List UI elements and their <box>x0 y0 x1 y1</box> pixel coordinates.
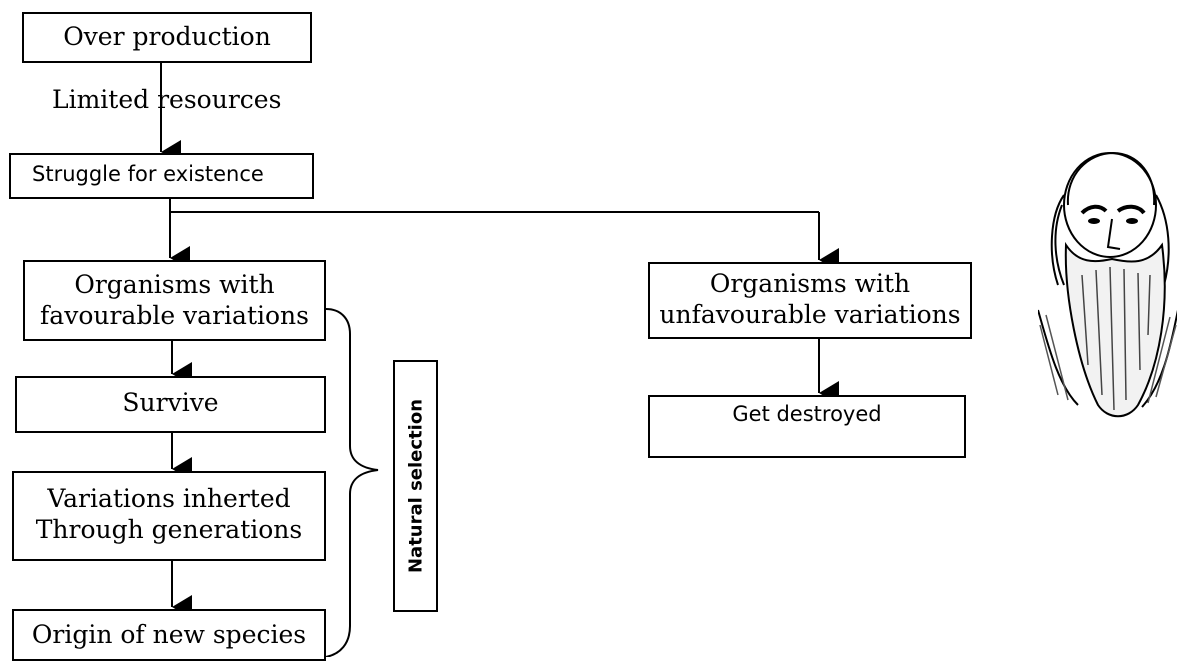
unfavourable-line-2: unfavourable variations <box>659 300 961 329</box>
box-favourable-variations: Organisms with favourable variations <box>23 260 326 341</box>
limited-resources-label: Limited resources <box>52 85 282 114</box>
natural-selection-text: Natural selection <box>405 398 426 574</box>
natural-selection-label-box: Natural selection <box>393 360 438 612</box>
origin-text: Origin of new species <box>31 620 307 649</box>
over-production-text: Over production <box>63 22 271 51</box>
survive-text: Survive <box>122 388 219 417</box>
struggle-text: Struggle for existence <box>32 162 264 186</box>
get-destroyed-text: Get destroyed <box>732 402 882 426</box>
inherited-line-2: Through generations <box>35 515 303 544</box>
favourable-line-1: Organisms with <box>74 270 275 299</box>
box-struggle: Struggle for existence <box>9 153 314 199</box>
inherited-line-1: Variations inherted <box>47 484 291 513</box>
natural-selection-brace <box>325 308 379 657</box>
box-origin-of-new-species: Origin of new species <box>12 609 326 661</box>
favourable-line-2: favourable variations <box>40 301 309 330</box>
box-survive: Survive <box>15 376 326 433</box>
box-variations-inherited: Variations inherted Through generations <box>12 471 326 561</box>
box-get-destroyed: Get destroyed <box>648 395 966 458</box>
box-unfavourable-variations: Organisms with unfavourable variations <box>648 262 972 339</box>
unfavourable-line-1: Organisms with <box>709 269 911 298</box>
box-over-production: Over production <box>22 12 312 63</box>
darwin-portrait-icon <box>1038 151 1177 418</box>
